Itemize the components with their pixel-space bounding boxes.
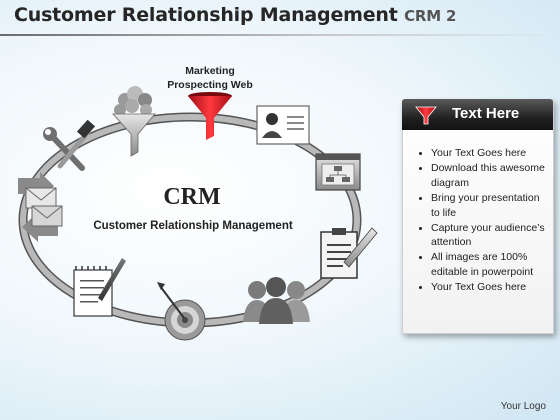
panel-bullet-list: Your Text Goes here Download this awesom…: [409, 146, 549, 295]
title-underline: [0, 34, 560, 36]
page-title: Customer Relationship Management CRM 2: [14, 4, 456, 26]
panel-bullet: All images are 100% editable in powerpoi…: [431, 250, 549, 280]
text-panel: Your Text Goes here Download this awesom…: [402, 100, 554, 334]
title-main: Customer Relationship Management: [14, 4, 398, 26]
notepad-pen-icon: [73, 258, 126, 317]
target-dart-icon: [157, 282, 206, 341]
team-people-icon: [243, 277, 310, 324]
red-funnel-icon: [188, 92, 232, 140]
panel-bullet: Download this awesome diagram: [431, 161, 549, 191]
panel-header: Text Here: [402, 99, 553, 130]
contact-card-icon: [256, 105, 310, 145]
center-subheading: Customer Relationship Management: [93, 220, 293, 232]
footer-logo: Your Logo: [500, 401, 546, 412]
panel-bullet: Capture your audience’s attention: [431, 221, 549, 251]
mail-arrows-icon: [18, 172, 63, 242]
panel-bullet: Your Text Goes here: [431, 146, 549, 161]
web-window-icon: [315, 153, 361, 191]
funnel-label-line-2: Prospecting Web: [167, 79, 253, 91]
funnel-label: Marketing Prospecting Web: [158, 64, 262, 92]
tools-icon: [43, 119, 96, 171]
title-suffix: CRM 2: [404, 7, 457, 25]
clipboard-pen-icon: [320, 227, 378, 279]
panel-header-title: Text Here: [452, 105, 520, 122]
money-funnel-icon: [112, 86, 156, 157]
funnel-label-line-1: Marketing: [185, 65, 235, 77]
center-heading: CRM: [163, 184, 221, 210]
panel-bullet: Your Text Goes here: [431, 280, 549, 295]
panel-bullet: Bring your presentation to life: [431, 191, 549, 221]
panel-funnel-icon: [415, 106, 437, 125]
